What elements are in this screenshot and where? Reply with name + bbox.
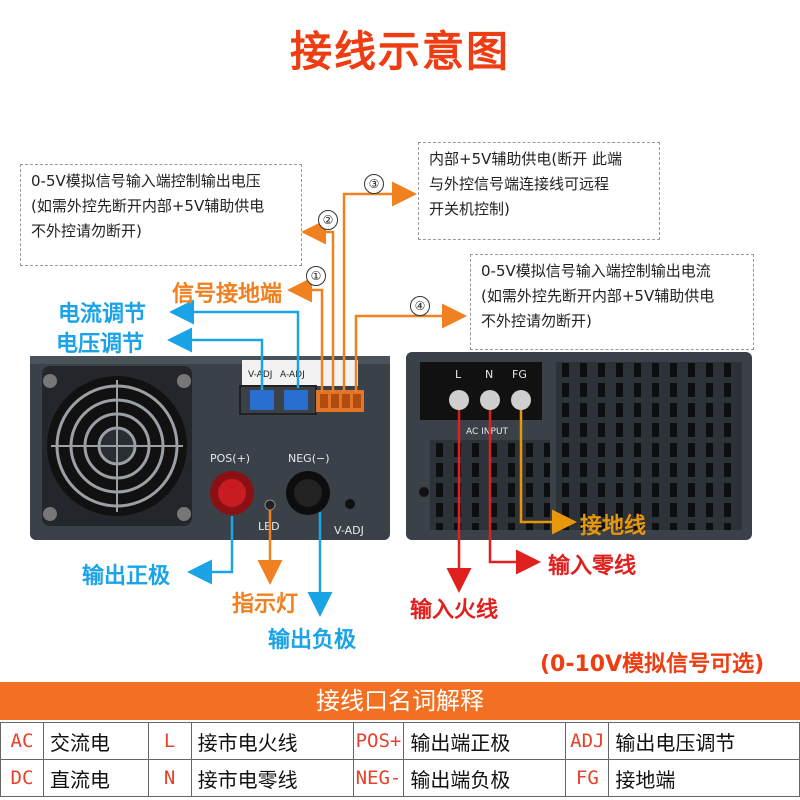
glossary-desc: 接市电零线 [190,759,354,797]
glossary-code: L [147,722,192,760]
indicator-light-label: 指示灯 [232,592,299,617]
neutral-wire-label: 输入零线 [548,554,637,579]
current-signal-note: 0-5V模拟信号输入端控制输出电流 (如需外控先断开内部+5V辅助供电 不外控请… [470,254,754,350]
output-positive-label: 输出正极 [82,564,171,589]
terminal-n-label: N [485,368,493,381]
front-panel: V-ADJ A-ADJ POS(+) NEG(−) LED V-ADJ [30,356,390,540]
optional-note: (0-10V模拟信号可选) [540,652,765,677]
note-line: 0-5V模拟信号输入端控制输出电流 [481,262,711,280]
marker-2: ② [318,210,338,230]
glossary-code: FG [565,759,610,797]
current-adjust-label: 电流调节 [58,302,147,327]
table-row: AC 交流电 L 接市电火线 POS+ 输出端正极 ADJ 输出电压调节 [0,722,800,760]
glossary-desc: 接市电火线 [190,722,354,760]
terminal-l-label: L [455,368,462,381]
voltage-signal-note: 0-5V模拟信号输入端控制输出电压 (如需外控先断开内部+5V辅助供电 不外控请… [20,164,302,266]
glossary-code: ADJ [565,722,610,760]
v-adj-knob-label: V-ADJ [334,524,364,537]
glossary-code: NEG- [352,759,405,797]
signal-ground-label: 信号接地端 [172,282,283,307]
note-line: 与外控信号端连接线可远程 [429,175,610,193]
aux-power-note: 内部+5V辅助供电(断开 此端 与外控信号端连接线可远程 开关机控制) [418,142,660,240]
glossary-desc: 输出电压调节 [608,722,800,760]
note-line: 不外控请勿断开) [31,222,142,240]
note-line: 不外控请勿断开) [481,312,592,330]
glossary-code: DC [0,759,44,797]
glossary-desc: 输出端正极 [403,722,567,760]
ground-wire-label: 接地线 [580,514,647,539]
note-line: (如需外控先断开内部+5V辅助供电 [481,287,715,305]
note-line: (如需外控先断开内部+5V辅助供电 [31,197,265,215]
v-adj-label: V-ADJ [248,370,272,380]
marker-4: ④ [410,296,430,316]
table-row: DC 直流电 N 接市电零线 NEG- 输出端负极 FG 接地端 [0,759,800,797]
note-line: 开关机控制) [429,200,510,218]
ac-input-label: AC INPUT [466,427,509,437]
glossary-code: AC [0,722,44,760]
glossary-code: N [147,759,192,797]
glossary-desc: 交流电 [43,722,149,760]
power-supply-diagram: V-ADJ A-ADJ POS(+) NEG(−) LED V-ADJ L N … [30,181,752,617]
voltage-adjust-label: 电压调节 [56,332,145,357]
glossary-title: 接线口名词解释 [0,682,800,720]
glossary-desc: 输出端负极 [403,759,567,797]
marker-1: ① [306,266,326,286]
glossary-desc: 直流电 [43,759,149,797]
glossary-desc: 接地端 [608,759,800,797]
pos-label: POS(+) [210,452,250,465]
note-line: 0-5V模拟信号输入端控制输出电压 [31,172,261,190]
output-negative-label: 输出负极 [268,628,357,653]
note-line: 内部+5V辅助供电(断开 此端 [429,150,622,168]
terminal-fg-label: FG [512,368,527,381]
live-wire-label: 输入火线 [410,598,499,623]
glossary-code: POS+ [352,722,405,760]
page-title: 接线示意图 [289,27,510,76]
a-adj-label: A-ADJ [280,370,305,380]
neg-label: NEG(−) [288,452,330,465]
glossary-table: AC 交流电 L 接市电火线 POS+ 输出端正极 ADJ 输出电压调节 DC … [0,722,800,797]
marker-3: ③ [364,174,384,194]
